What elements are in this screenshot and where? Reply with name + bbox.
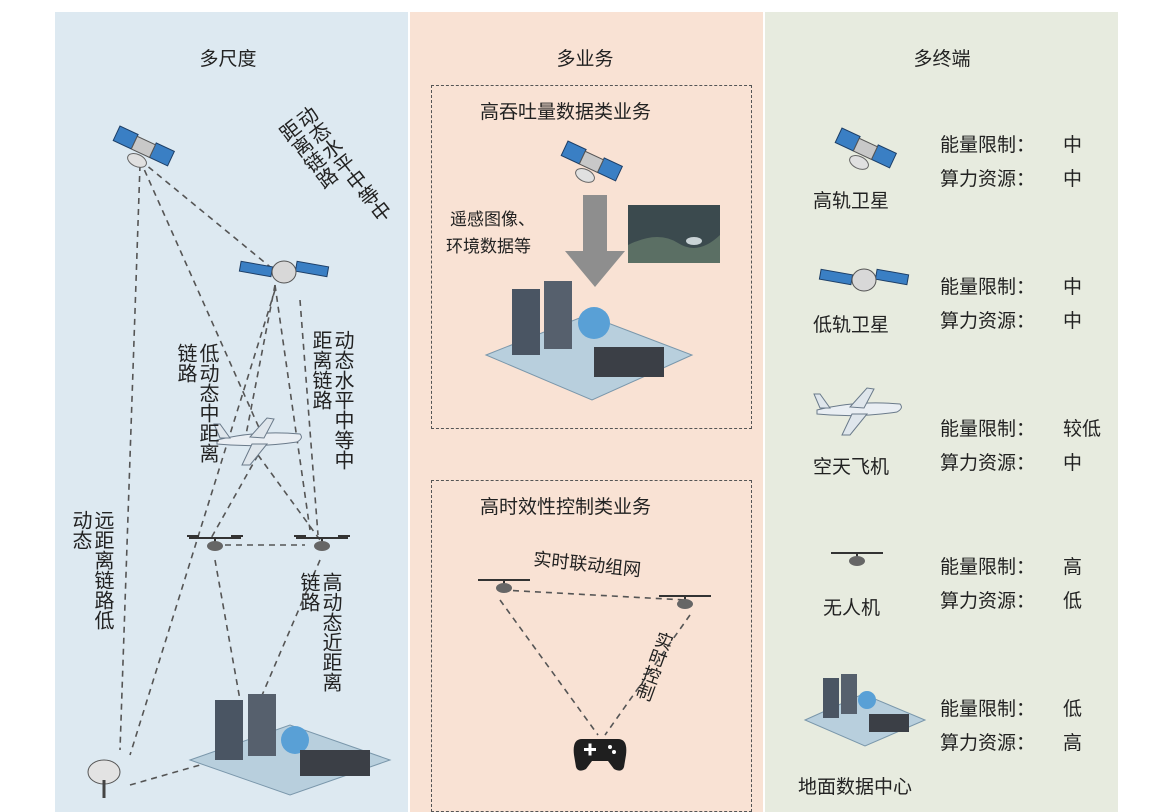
data-type-line2: 环境数据等 xyxy=(446,237,531,257)
scale-column-title: 多尺度 xyxy=(199,48,257,70)
terminal-name: 空天飞机 xyxy=(813,456,890,478)
energy-value: 中 xyxy=(1063,276,1083,298)
link-label-geo-plane: 低动态中距离链路 xyxy=(174,343,220,463)
down-arrow-icon xyxy=(563,195,627,294)
energy-value: 低 xyxy=(1063,698,1083,720)
aircraft-icon xyxy=(212,410,307,474)
leo-satellite-icon xyxy=(238,250,333,299)
high-throughput-title: 高吞吐量数据类业务 xyxy=(480,101,652,123)
energy-label: 能量限制： xyxy=(940,556,1036,578)
link-label-drone-ground: 高动态近距离链路 xyxy=(297,572,343,692)
link-label-leo-drone: 动态水平中等中距离链路 xyxy=(309,330,355,470)
geo-satellite-icon xyxy=(108,120,178,184)
aircraft-icon xyxy=(812,380,907,444)
terminal-name: 地面数据中心 xyxy=(798,776,913,798)
energy-value: 高 xyxy=(1063,556,1083,578)
business-column-title: 多业务 xyxy=(556,48,614,70)
link-label-geo-ground: 远距离链路低动态 xyxy=(69,510,115,630)
business-panel xyxy=(410,12,763,812)
compute-value: 中 xyxy=(1063,452,1083,474)
high-throughput-box xyxy=(431,85,752,429)
data-type-line1: 遥感图像、 xyxy=(450,210,535,230)
remote-sensing-image-icon xyxy=(628,205,720,267)
terminal-name: 高轨卫星 xyxy=(813,190,890,212)
drone-icon xyxy=(474,572,534,606)
ground-antenna-icon xyxy=(82,752,132,804)
data-center-icon xyxy=(482,275,697,409)
energy-value: 较低 xyxy=(1063,418,1102,440)
energy-label: 能量限制： xyxy=(940,276,1036,298)
drone-icon xyxy=(655,588,715,622)
data-center-icon xyxy=(803,670,928,754)
compute-value: 高 xyxy=(1063,732,1083,754)
compute-value: 中 xyxy=(1063,310,1083,332)
energy-value: 中 xyxy=(1063,134,1083,156)
satellite-icon xyxy=(556,135,626,199)
scale-panel xyxy=(55,12,408,812)
drone-icon xyxy=(185,530,245,564)
compute-value: 中 xyxy=(1063,168,1083,190)
drone-icon xyxy=(827,545,887,579)
data-center-icon xyxy=(180,690,400,804)
leo-satellite-icon xyxy=(818,258,913,307)
compute-label: 算力资源： xyxy=(940,168,1036,190)
gamepad-icon xyxy=(572,735,628,777)
drone-icon xyxy=(292,530,352,564)
terminal-name: 低轨卫星 xyxy=(813,314,890,336)
terminal-name: 无人机 xyxy=(823,597,881,619)
compute-label: 算力资源： xyxy=(940,452,1036,474)
compute-label: 算力资源： xyxy=(940,732,1036,754)
compute-value: 低 xyxy=(1063,590,1083,612)
energy-label: 能量限制： xyxy=(940,418,1036,440)
compute-label: 算力资源： xyxy=(940,310,1036,332)
terminal-column-title: 多终端 xyxy=(913,48,971,70)
energy-label: 能量限制： xyxy=(940,698,1036,720)
low-latency-title: 高时效性控制类业务 xyxy=(480,496,652,518)
satellite-icon xyxy=(830,122,900,186)
compute-label: 算力资源： xyxy=(940,590,1036,612)
energy-label: 能量限制： xyxy=(940,134,1036,156)
